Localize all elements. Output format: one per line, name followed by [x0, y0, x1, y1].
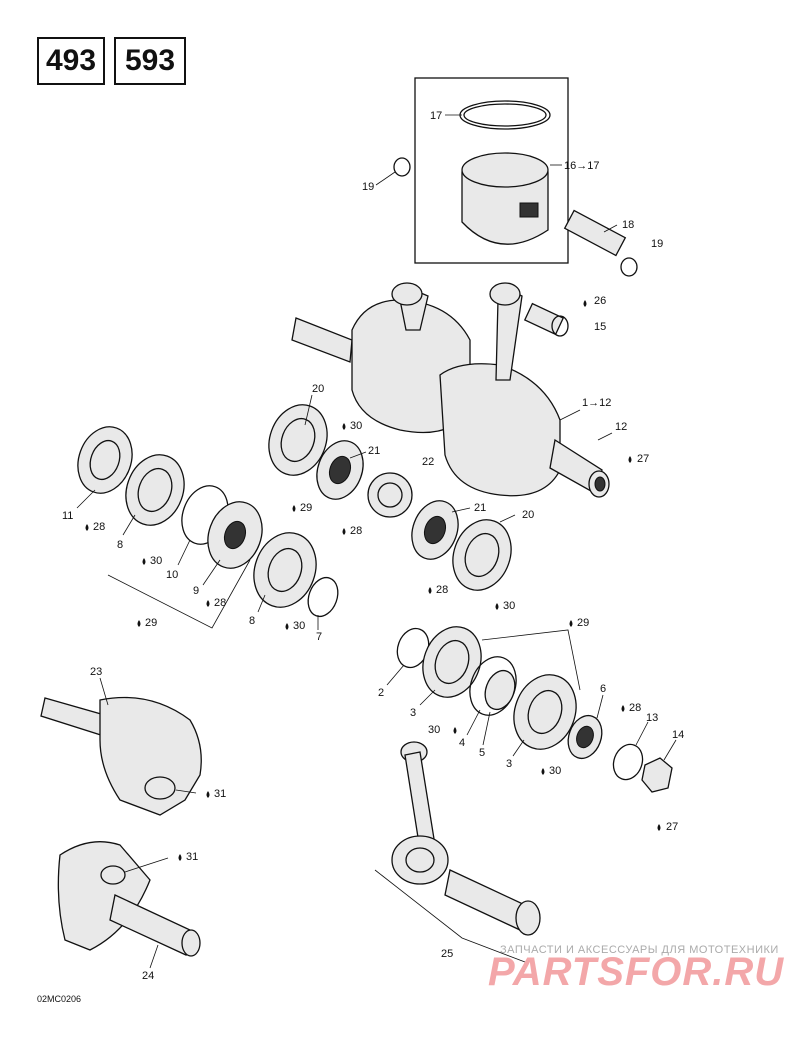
callout-31b: 31 [186, 851, 198, 863]
callout-28d: 28 [436, 584, 448, 596]
callout-21b: 21 [474, 502, 486, 514]
callout-30b: 30 [150, 555, 162, 567]
callout-30a: 30 [350, 420, 362, 432]
model-badge-493: 493 [37, 37, 105, 85]
callout-31a: 31 [214, 788, 226, 800]
watermark-logo: PARTSFOR.RU [488, 950, 785, 994]
callout-24: 24 [142, 970, 154, 982]
callout-1-12: 1→12 [582, 397, 611, 409]
callout-6: 6 [600, 683, 606, 695]
crank-half-24 [57, 841, 201, 957]
piston [461, 171, 549, 245]
callout-20a: 20 [312, 383, 324, 395]
callout-8b: 8 [249, 615, 255, 627]
circlip-left [393, 157, 411, 177]
bearing-20a [268, 404, 328, 476]
model-badge-593: 593 [114, 37, 186, 85]
callout-22: 22 [422, 456, 434, 468]
bearing-3b [513, 674, 577, 750]
callout-18: 18 [622, 219, 634, 231]
callout-3b: 3 [506, 758, 512, 770]
callout-9: 9 [193, 585, 199, 597]
callout-28e: 28 [629, 702, 641, 714]
callout-17: 17 [430, 110, 442, 122]
bearing-20b [452, 519, 512, 591]
bearing-8a [125, 454, 185, 526]
callout-21a: 21 [368, 445, 380, 457]
callout-29c: 29 [577, 617, 589, 629]
callout-7: 7 [316, 631, 322, 643]
crank-half-23 [40, 696, 202, 816]
piston-box [414, 77, 569, 264]
piston-ring-inner [463, 103, 547, 127]
diagram-code: 02MC0206 [37, 994, 82, 1004]
callout-16-17: 16→17 [564, 160, 599, 172]
callout-23: 23 [90, 666, 102, 678]
sealant-markers [85, 300, 661, 861]
callout-30e: 30 [428, 724, 440, 736]
callout-4: 4 [459, 737, 465, 749]
callout-30d: 30 [503, 600, 515, 612]
center-bearing-group [268, 404, 512, 591]
connecting-rod-kit-25 [374, 741, 541, 963]
right-bearing-group [396, 626, 673, 793]
piston-ring [459, 100, 551, 130]
washer-13 [612, 743, 644, 781]
callout-15: 15 [594, 321, 606, 333]
ring-5 [484, 669, 516, 711]
callout-29a: 29 [300, 502, 312, 514]
callout-28c: 28 [214, 597, 226, 609]
watermark-tagline: ЗАПЧАСТИ И АКСЕССУАРЫ ДЛЯ МОТОТЕХНИКИ [500, 944, 779, 956]
callout-2: 2 [378, 687, 384, 699]
callout-30c: 30 [293, 620, 305, 632]
piston-assembly [393, 77, 638, 277]
callout-26: 26 [594, 295, 606, 307]
callout-8a: 8 [117, 539, 123, 551]
ring-7 [307, 576, 339, 618]
callout-19b: 19 [651, 238, 663, 250]
callout-13: 13 [646, 712, 658, 724]
nut-14 [641, 757, 673, 793]
piston-pin-bore [519, 202, 539, 218]
callout-20b: 20 [522, 509, 534, 521]
callout-11: 11 [62, 510, 73, 522]
crankshaft [291, 282, 610, 498]
callout-14: 14 [672, 729, 684, 741]
callout-29b: 29 [145, 617, 157, 629]
callout-5: 5 [479, 747, 485, 759]
piston-crown [461, 152, 549, 188]
bearing-3a [422, 626, 482, 698]
gear-22 [367, 472, 413, 518]
callout-10: 10 [166, 569, 178, 581]
callout-12: 12 [615, 421, 627, 433]
callout-19a: 19 [362, 181, 374, 193]
bearing-8b [253, 532, 317, 608]
left-bearing-group [77, 426, 339, 629]
callout-25: 25 [441, 948, 453, 960]
callout-labels: 17 16→17 19 18 19 26 15 1→12 12 27 20 30… [62, 110, 684, 982]
callout-27a: 27 [637, 453, 649, 465]
needle-bearing [523, 302, 569, 337]
leader-lines [76, 114, 677, 969]
callout-3a: 3 [410, 707, 416, 719]
callout-28a: 28 [350, 525, 362, 537]
callout-27b: 27 [666, 821, 678, 833]
circlip-right [620, 257, 638, 277]
callout-30f: 30 [549, 765, 561, 777]
piston-pin [563, 209, 627, 257]
callout-28b: 28 [93, 521, 105, 533]
